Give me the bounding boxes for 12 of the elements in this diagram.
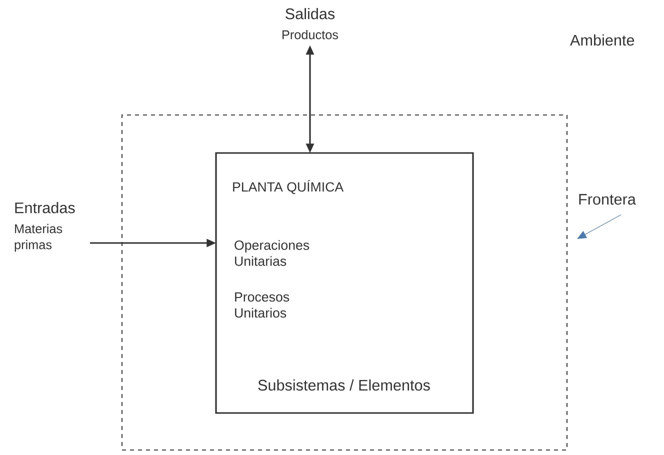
- list-item: Operaciones Unitarias: [234, 240, 310, 266]
- boundary-box: [121, 114, 568, 451]
- caption-text: Productos: [282, 30, 338, 40]
- leader-line: [577, 214, 622, 239]
- heading: Frontera: [579, 194, 636, 205]
- box-title: PLANTA QUÍMICA: [233, 180, 344, 194]
- caption-text: Materias primas: [14, 224, 62, 252]
- region-label: Ambiente: [570, 34, 634, 46]
- list-item: Procesos Unitarios: [235, 292, 290, 318]
- heading: Salidas: [286, 8, 335, 20]
- box-footer: Subsistemas / Elementos: [258, 379, 430, 391]
- heading: Entradas: [15, 202, 75, 214]
